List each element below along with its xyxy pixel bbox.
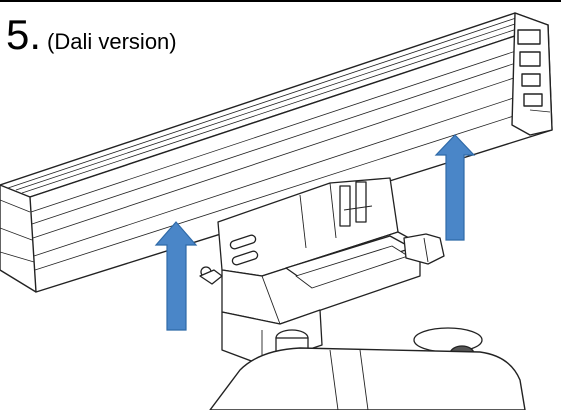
arrow-left: [154, 221, 198, 331]
arrow-up-icon: [154, 221, 198, 331]
top-rule: [0, 0, 561, 2]
track-rail: [0, 12, 553, 293]
step-title: 5.(Dali version): [6, 14, 177, 56]
luminaire-body: [209, 347, 526, 410]
arrow-right: [434, 134, 476, 241]
step-note: (Dali version): [47, 29, 177, 54]
step-number: 5.: [6, 11, 42, 58]
arrow-up-icon: [434, 134, 476, 241]
